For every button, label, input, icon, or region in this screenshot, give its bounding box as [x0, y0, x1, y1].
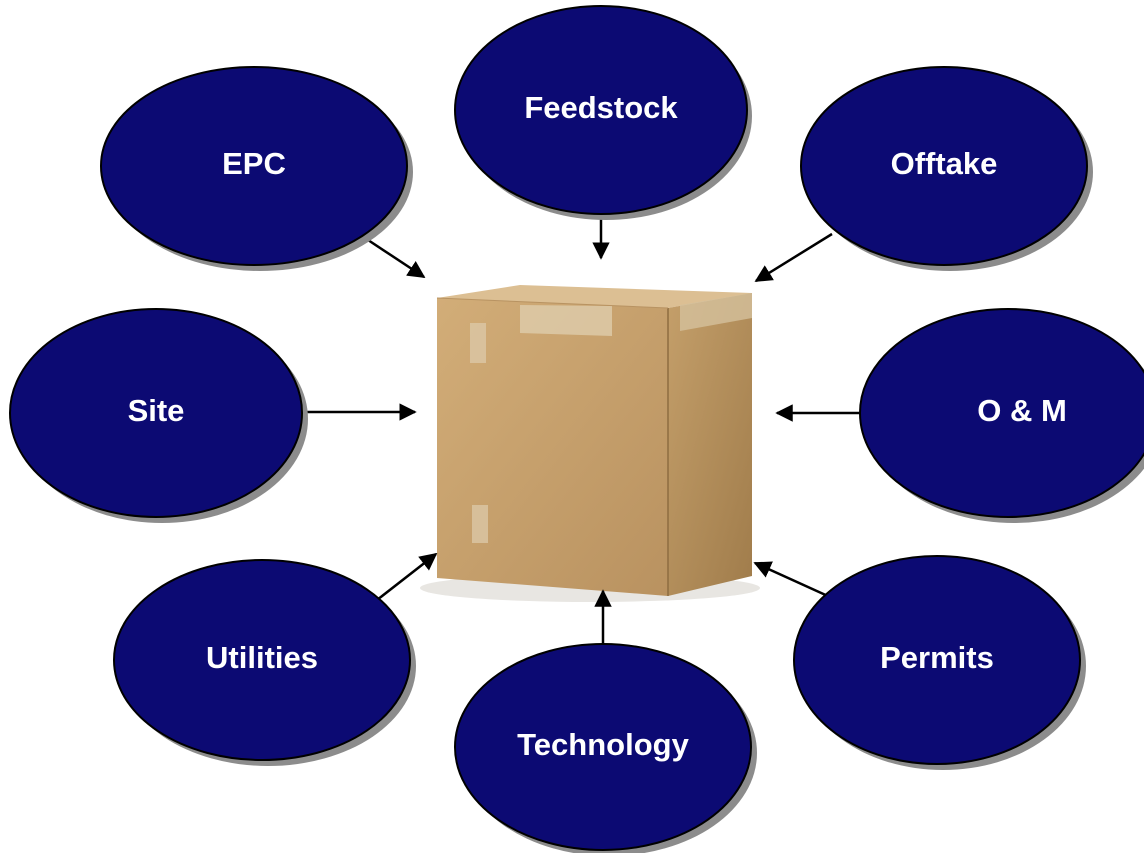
arrow-utilities [376, 552, 438, 601]
arrow-permits [753, 561, 831, 599]
node-label-feedstock: Feedstock [524, 90, 678, 125]
node-label-site: Site [128, 393, 185, 428]
node-label-epc: EPC [222, 146, 286, 181]
node-label-utilities: Utilities [206, 640, 318, 675]
cardboard-box-image [420, 285, 760, 602]
node-label-technology: Technology [517, 727, 689, 762]
node-label-offtake: Offtake [891, 146, 998, 181]
node-epc: EPC [100, 66, 413, 271]
arrows [302, 208, 866, 651]
node-label-permits: Permits [880, 640, 994, 675]
node-technology: Technology [454, 643, 757, 853]
node-offtake: Offtake [800, 66, 1093, 271]
node-utilities: Utilities [113, 559, 416, 766]
node-permits: Permits [793, 555, 1086, 770]
node-feedstock: Feedstock [454, 5, 752, 220]
node-om: O & M [859, 308, 1144, 523]
node-label-om: O & M [977, 393, 1067, 428]
arrow-epc [361, 234, 426, 279]
node-site: Site [9, 308, 308, 523]
arrow-offtake [754, 232, 833, 283]
